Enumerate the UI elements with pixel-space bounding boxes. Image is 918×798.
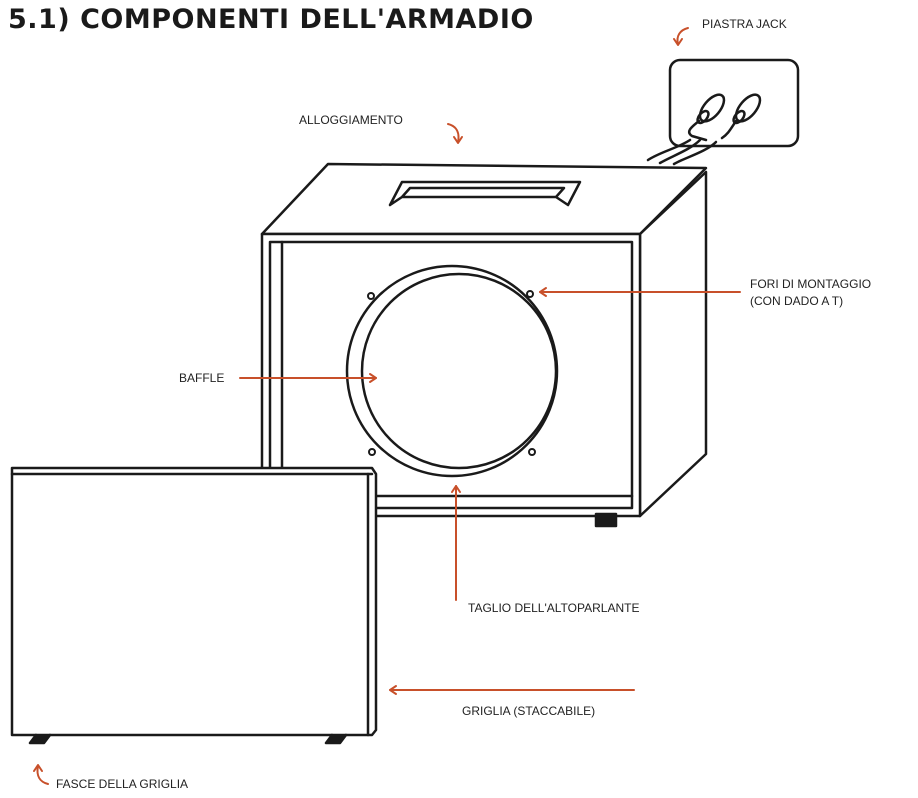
label-jack-plate: PIASTRA JACK bbox=[702, 17, 787, 31]
label-housing: ALLOGGIAMENTO bbox=[299, 113, 403, 127]
label-mounting-holes-line1: FORI DI MONTAGGIO bbox=[750, 277, 872, 291]
label-mounting-holes-line2: (CON DADO A T) bbox=[750, 294, 844, 308]
jack-plate bbox=[668, 58, 800, 148]
grille-strip-right bbox=[324, 733, 348, 745]
label-grille-strips: FASCE DELLA GRIGLIA bbox=[56, 777, 189, 791]
grille-strip-left bbox=[28, 733, 52, 745]
jack-plate-arrow bbox=[676, 27, 689, 45]
cabinet-foot bbox=[594, 512, 618, 528]
jack-cable bbox=[646, 138, 718, 166]
mounting-holes bbox=[367, 290, 536, 456]
grille-panel bbox=[10, 466, 378, 745]
label-grille: GRIGLIA (STACCABILE) bbox=[462, 704, 596, 718]
label-baffle: BAFFLE bbox=[179, 371, 225, 385]
baffle-speaker-cutout bbox=[345, 264, 559, 478]
page-title: 5.1) COMPONENTI DELL'ARMADIO bbox=[8, 4, 534, 35]
jack-plug-left bbox=[696, 93, 726, 125]
grille-strips-arrow bbox=[36, 765, 49, 785]
label-speaker-cutout: TAGLIO DELL'ALTOPARLANTE bbox=[468, 601, 640, 615]
housing-arrow bbox=[447, 123, 460, 143]
carry-handle bbox=[388, 180, 582, 207]
